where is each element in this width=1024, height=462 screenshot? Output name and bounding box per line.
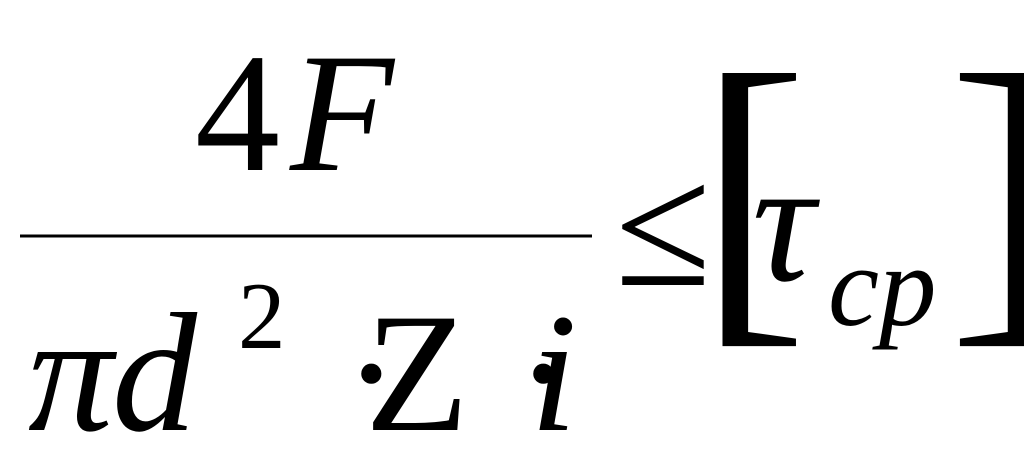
rhs: [ τ cp ] (698, 9, 1024, 374)
denominator: π d 2 · Z · i (28, 263, 577, 462)
denominator-z: Z (365, 279, 469, 462)
relation-leq: ≤ (615, 129, 711, 323)
tau-symbol: τ (752, 124, 820, 318)
numerator: 4 F (195, 19, 396, 207)
denominator-dot-2: · (515, 279, 572, 462)
denominator-exponent: 2 (238, 263, 286, 369)
numerator-variable-f: F (289, 19, 396, 207)
numerator-coefficient: 4 (195, 19, 280, 207)
denominator-pi: π (28, 279, 118, 462)
tau-subscript: cp (828, 223, 937, 350)
denominator-d: d (112, 279, 198, 462)
denominator-dot-1: · (343, 279, 400, 462)
denominator-i: i (530, 279, 577, 462)
right-bracket: ] (948, 9, 1024, 374)
left-bracket: [ (698, 9, 808, 374)
